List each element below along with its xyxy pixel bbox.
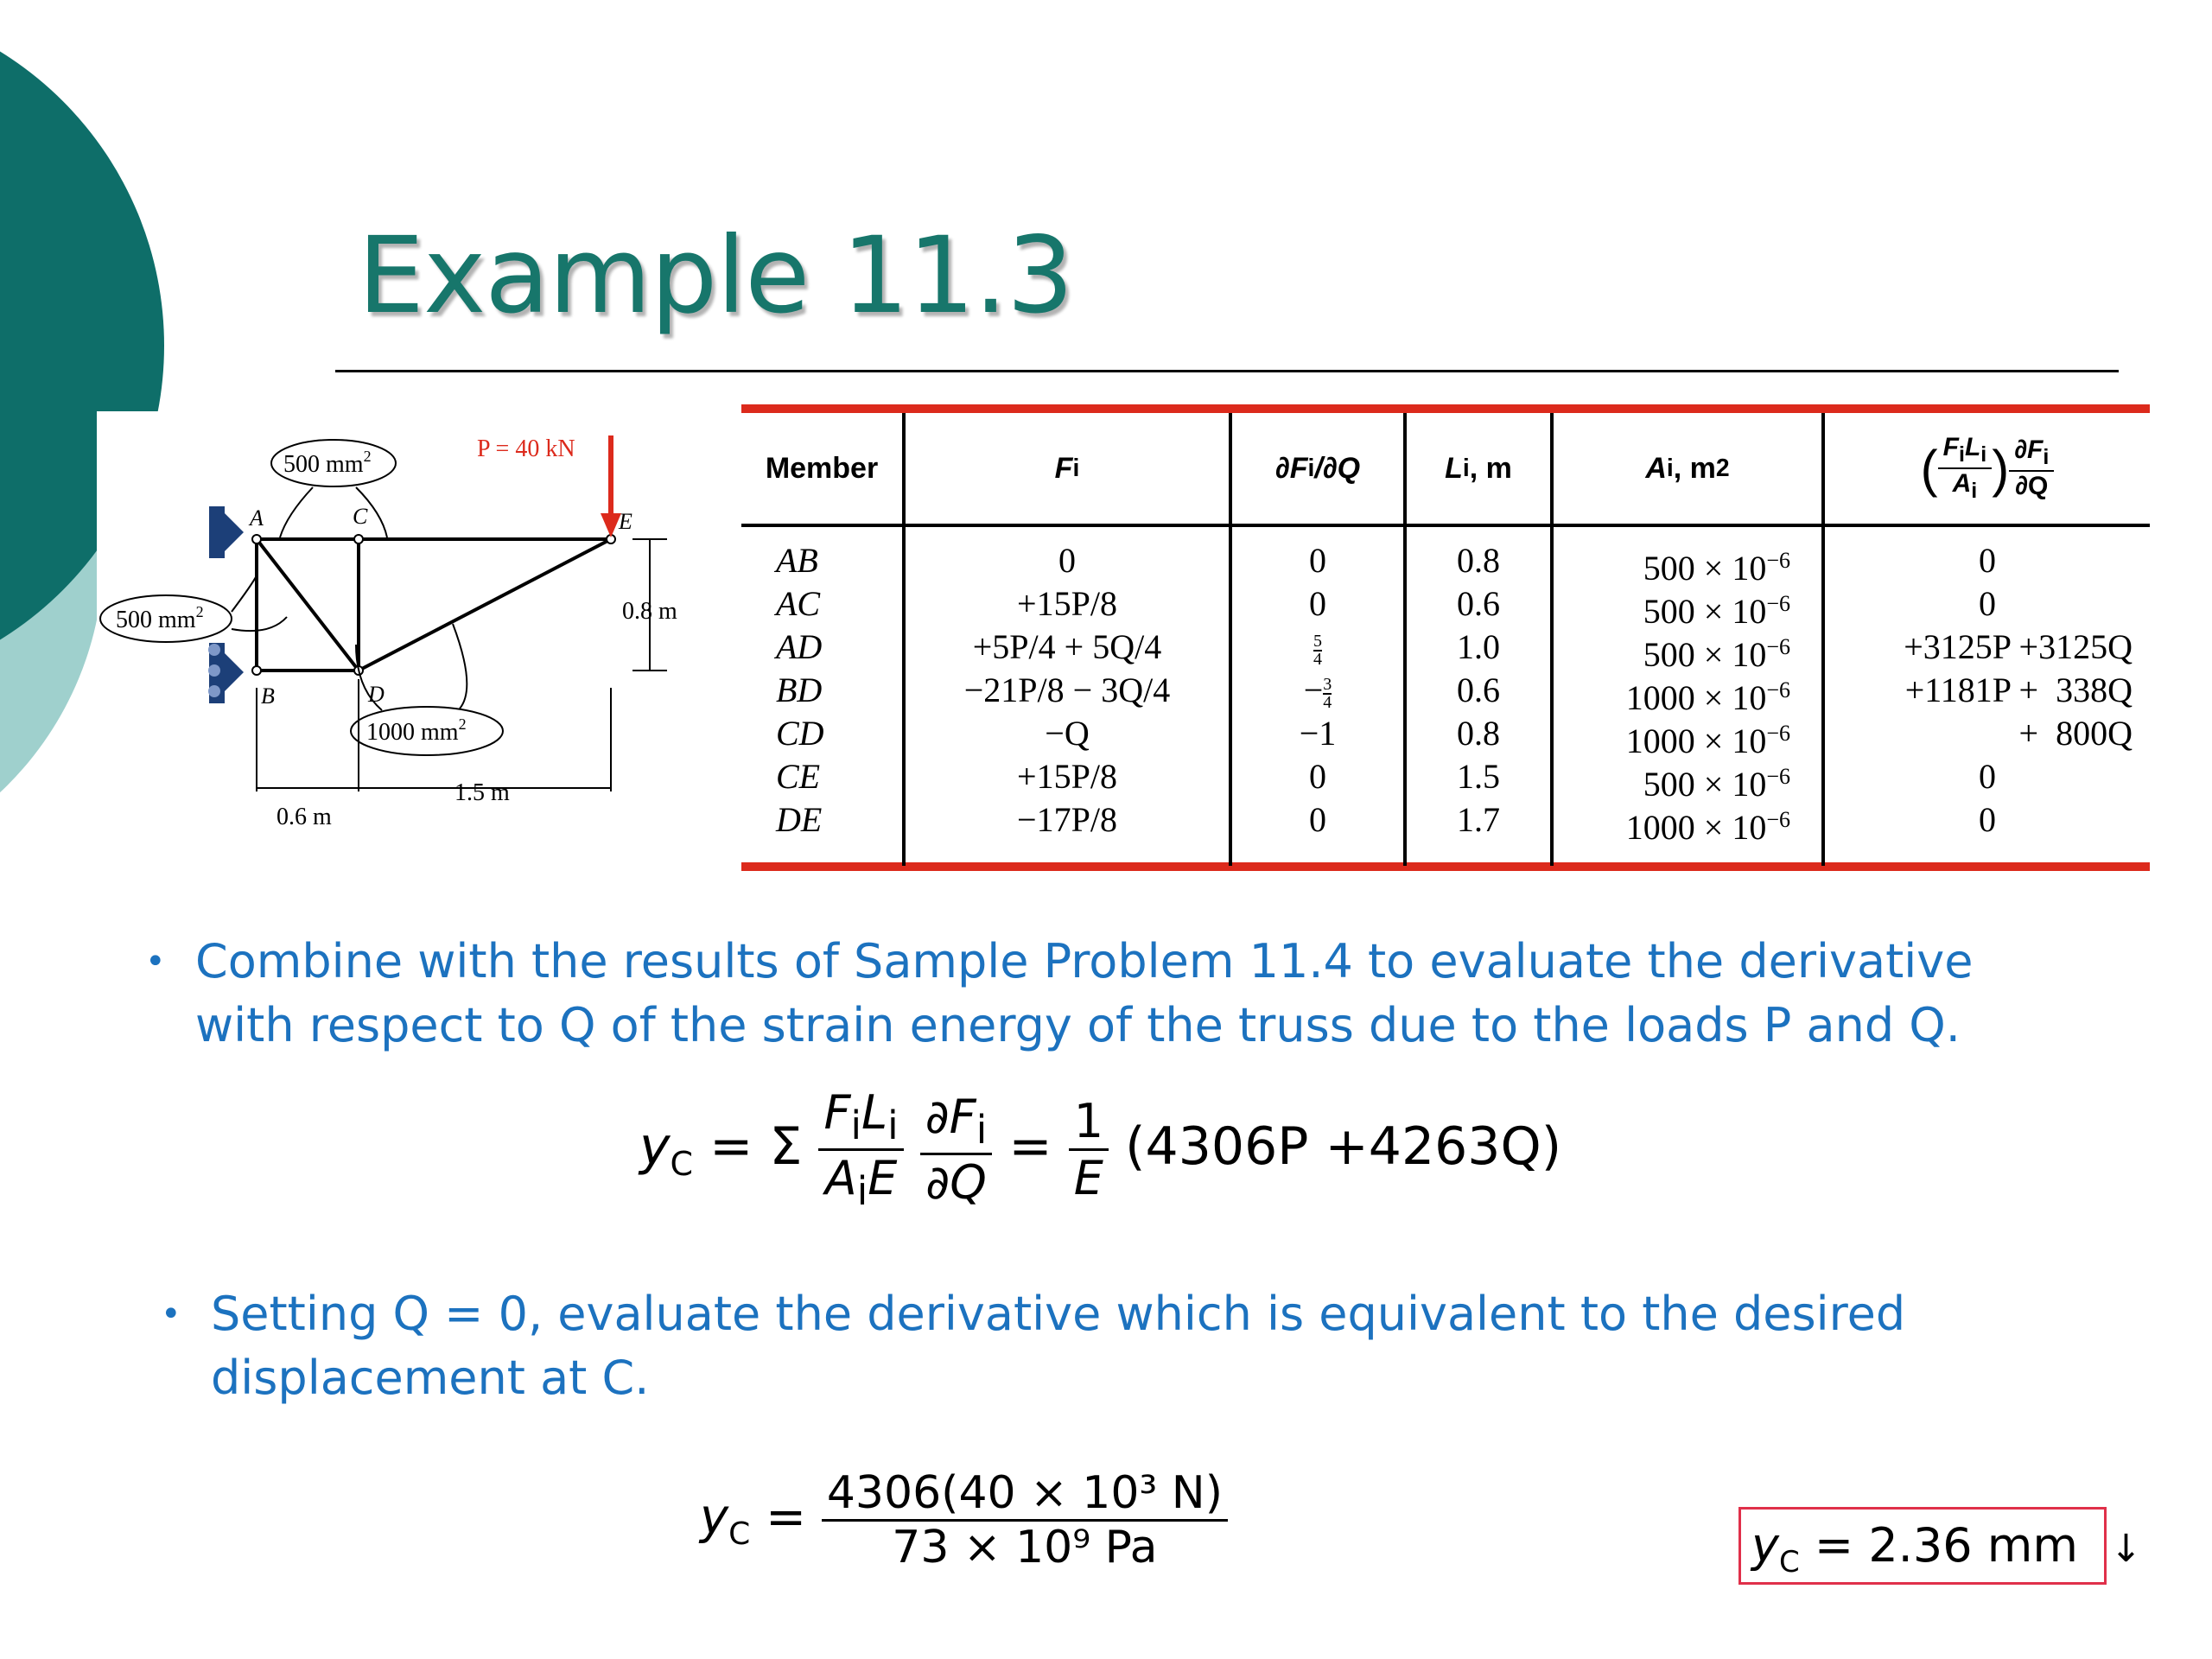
members-cell: AB (776, 541, 818, 580)
bullet-combine: • Combine with the results of Sample Pro… (145, 934, 1974, 1052)
forces-cell: +15P/8 (1017, 584, 1117, 623)
areas-cell: 1000 × 10−6 (1625, 721, 1790, 760)
column-members: AB AC AD BD CD CE DE (776, 539, 897, 842)
lengths-cell: 1.5 (1457, 757, 1500, 796)
forces-cell: +5P/4 + 5Q/4 (972, 627, 1162, 666)
support-b (208, 643, 244, 703)
height-dim: 0.8 m (622, 598, 677, 625)
equation-displacement: yC = 4306(40 × 10³ N) 73 × 10⁹ Pa (700, 1467, 1228, 1573)
products-cell: + 800Q (2018, 714, 2133, 753)
members-cell: AC (776, 584, 821, 623)
node-a: A (248, 505, 264, 531)
areas-cell: 500 × 10−6 (1643, 634, 1790, 674)
node-b: B (261, 683, 275, 709)
lengths-cell: 0.8 (1457, 541, 1500, 580)
lengths-cell: 0.6 (1457, 584, 1500, 623)
products-cell: 0 (1979, 541, 1996, 580)
members-cell: CD (776, 714, 824, 753)
members-cell: AD (776, 627, 823, 666)
node-d: D (367, 682, 385, 707)
column-lengths: 0.8 0.6 1.0 0.6 0.8 1.5 1.7 (1407, 539, 1550, 842)
slide-title: Example 11.3 (358, 214, 1074, 337)
area-label-ac: 500 mm2 (283, 448, 372, 478)
forces-cell: −17P/8 (1017, 800, 1117, 839)
members-cell: DE (776, 800, 823, 839)
lengths-cell: 1.7 (1457, 800, 1500, 839)
forces-cell: −21P/8 − 3Q/4 (963, 671, 1171, 709)
products-cell: +1181P + 338Q (1904, 671, 2133, 709)
areas-cell: 500 × 10−6 (1643, 548, 1790, 588)
area-label-diag: 1000 mm2 (366, 715, 467, 746)
forces-cell: −Q (1045, 714, 1090, 753)
derivatives-cell: −1 (1299, 714, 1337, 753)
areas-cell: 1000 × 10−6 (1625, 807, 1790, 847)
areas-cell: 1000 × 10−6 (1625, 677, 1790, 717)
dim-right: 1.5 m (454, 779, 510, 806)
forces-cell: +15P/8 (1017, 757, 1117, 796)
header-member: Member (765, 451, 879, 485)
column-products: 0 0 +3125P +3125Q +1181P + 338Q + 800Q 0 0 (1825, 539, 2150, 842)
areas-cell: 500 × 10−6 (1643, 764, 1790, 804)
support-a (209, 506, 244, 558)
truss-figure: P = 40 kN 500 mm2 500 mm2 1000 mm2 A C E… (97, 411, 702, 861)
products-cell: 0 (1979, 757, 1996, 796)
member-de (358, 537, 612, 672)
column-forces: 0 +15P/8 +5P/4 + 5Q/4 −21P/8 − 3Q/4 −Q +15P/8… (906, 539, 1229, 842)
members-cell: CE (776, 757, 821, 796)
table-bottom-rule (741, 862, 2150, 871)
products-cell: 0 (1979, 800, 1996, 839)
products-cell: +3125P +3125Q (1904, 627, 2133, 666)
dim-left: 0.6 m (276, 804, 332, 830)
table-header-rule (741, 524, 2150, 527)
load-label: P = 40 kN (477, 435, 575, 462)
node-e: E (618, 509, 632, 534)
header-product: ( FiLi Ai ) ∂Fi ∂Q (1825, 413, 2150, 524)
member-ad (255, 537, 360, 672)
answer-box: yC = 2.36 mm ↓ (1738, 1507, 2142, 1585)
forces-cell: 0 (1058, 541, 1076, 580)
bullet-setting: • Setting Q = 0, evaluate the derivative… (161, 1287, 1906, 1405)
derivatives-cell: 0 (1309, 757, 1326, 796)
lengths-cell: 1.0 (1457, 627, 1500, 666)
lengths-cell: 0.8 (1457, 714, 1500, 753)
derivatives-cell: 0 (1309, 541, 1326, 580)
title-underline (335, 370, 2119, 372)
derivatives-cell: 0 (1309, 800, 1326, 839)
members-cell: BD (776, 671, 823, 709)
area-label-ab: 500 mm2 (116, 603, 204, 633)
derivatives-cell: 0 (1309, 584, 1326, 623)
node-c: C (353, 504, 368, 529)
table-top-rule (741, 404, 2150, 413)
products-cell: 0 (1979, 584, 1996, 623)
areas-cell: 500 × 10−6 (1643, 591, 1790, 631)
lengths-cell: 0.6 (1457, 671, 1500, 709)
